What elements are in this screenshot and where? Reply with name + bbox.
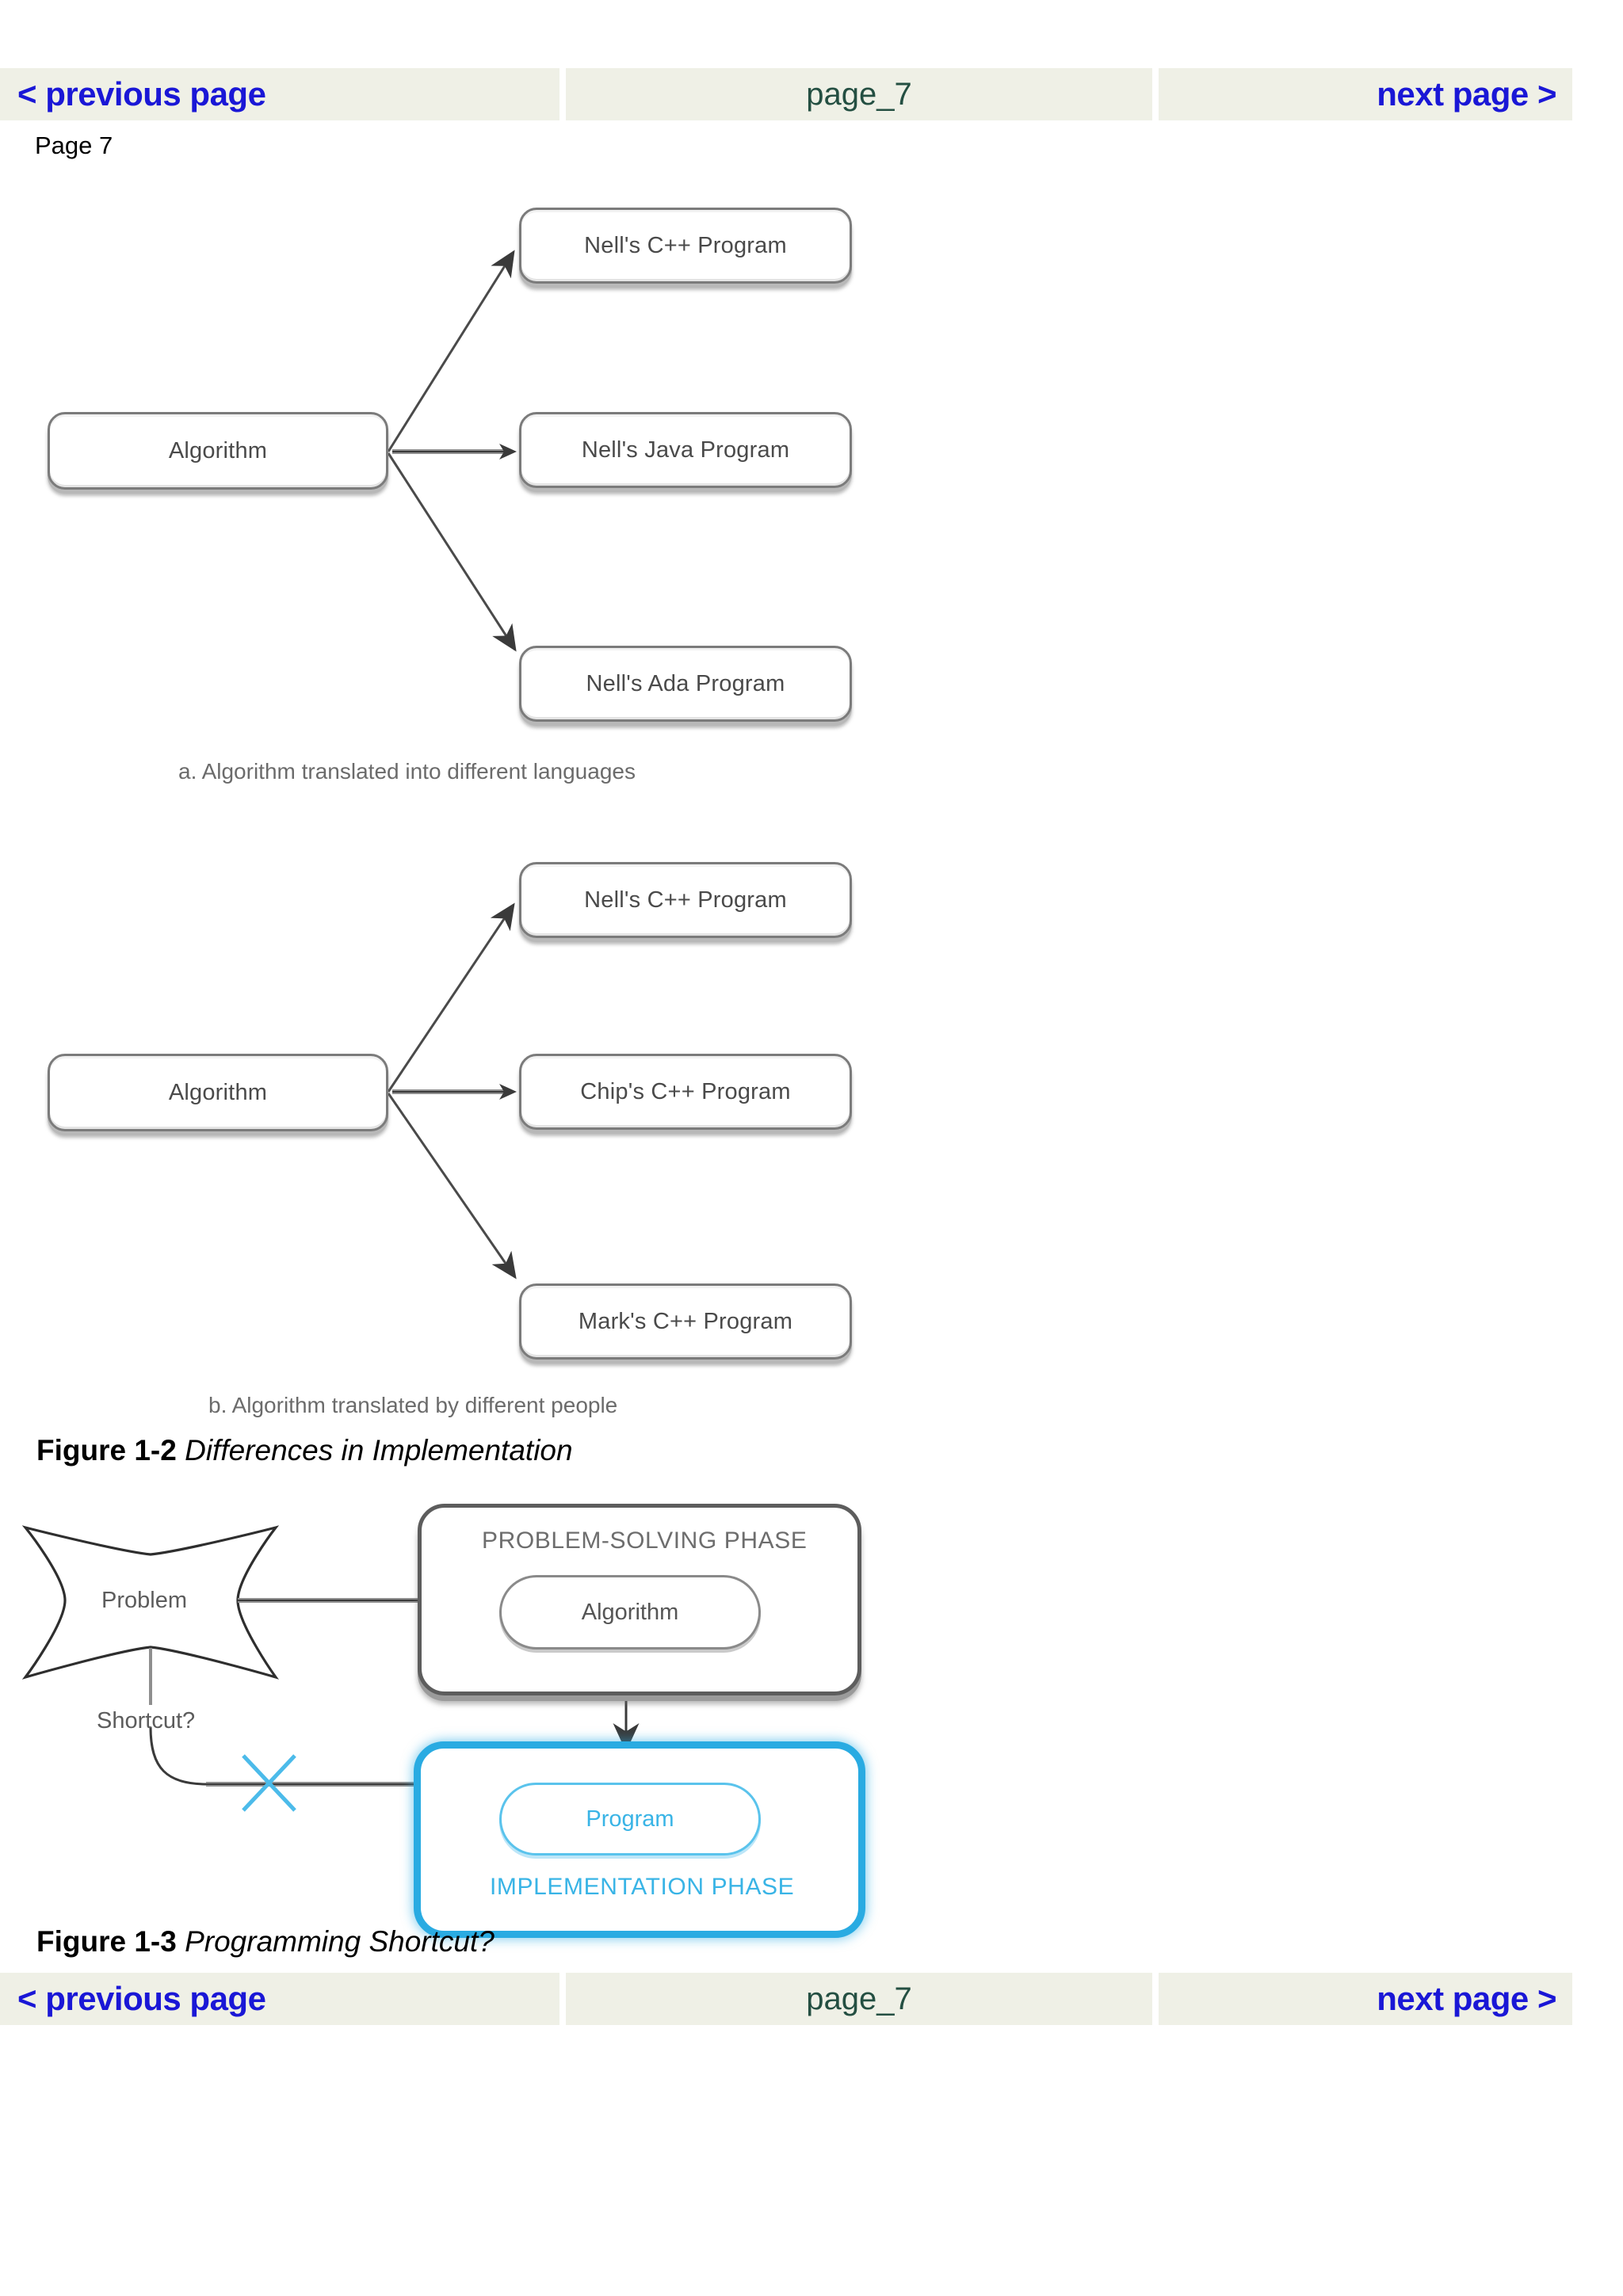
pill-label: Algorithm xyxy=(581,1599,679,1625)
nav-cell-page-bottom: page_7 xyxy=(566,1973,1152,2025)
figure-number: Figure 1-2 xyxy=(36,1434,177,1466)
node-target-b-1: Chip's C++ Program xyxy=(519,1054,852,1130)
node-label: Nell's Java Program xyxy=(581,437,790,463)
node-label: Algorithm xyxy=(168,1079,268,1105)
navigation-bar-bottom: < previous page page_7 next page > xyxy=(0,1973,1572,2025)
next-page-link[interactable]: next page > xyxy=(1377,75,1556,113)
node-algorithm-a: Algorithm xyxy=(48,412,388,490)
nav-cell-next-bottom[interactable]: next page > xyxy=(1159,1973,1572,2025)
node-target-b-0: Nell's C++ Program xyxy=(519,862,852,938)
current-page-label: page_7 xyxy=(806,77,912,112)
previous-page-link-bottom[interactable]: < previous page xyxy=(17,1980,266,2017)
nav-cell-page: page_7 xyxy=(566,68,1152,120)
implementation-phase-label: IMPLEMENTATION PHASE xyxy=(490,1874,795,1900)
pill-algorithm: Algorithm xyxy=(499,1575,761,1650)
pill-program: Program xyxy=(499,1783,761,1855)
figure-1-2-caption: Figure 1-2 Differences in Implementation xyxy=(36,1436,573,1465)
figure-1-2a-connectors xyxy=(387,250,517,652)
figure-1-2-part-a-diagram: Algorithm Nell's C++ Program Nell's Java… xyxy=(0,158,888,792)
node-label: Chip's C++ Program xyxy=(580,1078,791,1104)
figure-1-2b-connectors xyxy=(387,902,517,1280)
nav-cell-previous-bottom[interactable]: < previous page xyxy=(0,1973,559,2025)
node-label: Nell's Ada Program xyxy=(586,670,785,696)
pill-label: Program xyxy=(586,1806,674,1832)
problem-solving-phase-label: PROBLEM-SOLVING PHASE xyxy=(482,1527,808,1554)
nav-cell-next[interactable]: next page > xyxy=(1159,68,1572,120)
node-problem-label: Problem xyxy=(101,1588,187,1613)
caption-part-b: b. Algorithm translated by different peo… xyxy=(208,1393,618,1417)
figure-1-3-caption: Figure 1-3 Programming Shortcut? xyxy=(36,1927,495,1956)
node-label: Mark's C++ Program xyxy=(578,1308,793,1334)
next-page-link-bottom[interactable]: next page > xyxy=(1377,1980,1556,2017)
node-label: Nell's C++ Program xyxy=(584,887,787,913)
node-target-a-0: Nell's C++ Program xyxy=(519,208,852,284)
figure-1-2-part-b-diagram: Algorithm Nell's C++ Program Chip's C++ … xyxy=(0,816,888,1418)
node-label: Nell's C++ Program xyxy=(584,232,787,258)
node-target-a-1: Nell's Java Program xyxy=(519,412,852,488)
current-page-label-bottom: page_7 xyxy=(806,1981,912,2016)
figure-number: Figure 1-3 xyxy=(36,1925,177,1958)
previous-page-link[interactable]: < previous page xyxy=(17,75,266,113)
caption-part-a: a. Algorithm translated into different l… xyxy=(178,759,636,784)
shortcut-question-label: Shortcut? xyxy=(97,1708,196,1733)
figure-1-3-diagram: Problem Shortcut? PROBLEM-SOLVING PHASE … xyxy=(0,1489,888,1938)
node-target-b-2: Mark's C++ Program xyxy=(519,1283,852,1360)
nav-cell-previous[interactable]: < previous page xyxy=(0,68,559,120)
navigation-bar-top: < previous page page_7 next page > xyxy=(0,68,1572,120)
figure-title: Programming Shortcut? xyxy=(185,1925,495,1958)
node-target-a-2: Nell's Ada Program xyxy=(519,646,852,722)
page-number-text: Page 7 xyxy=(35,132,113,159)
figure-title: Differences in Implementation xyxy=(185,1434,573,1466)
node-algorithm-b: Algorithm xyxy=(48,1054,388,1131)
node-label: Algorithm xyxy=(168,437,268,463)
